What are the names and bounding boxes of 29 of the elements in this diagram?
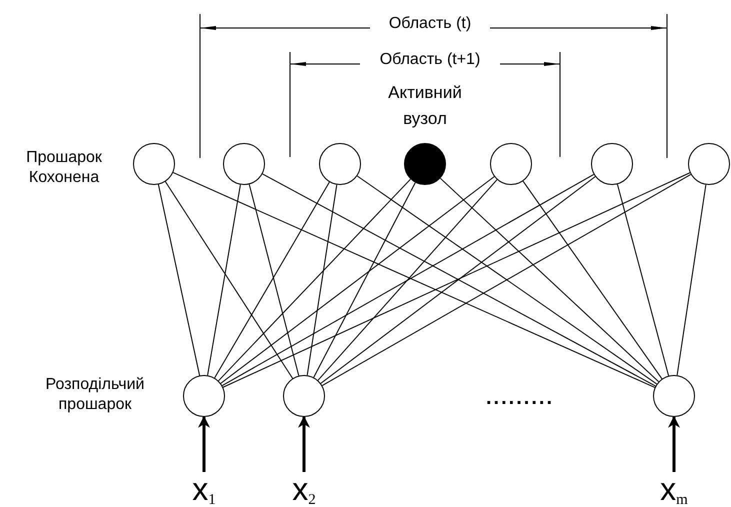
connection-line [317, 179, 498, 381]
connection-line [214, 182, 330, 378]
ellipsis: ......... [484, 388, 555, 408]
connection-line [356, 175, 658, 385]
connection-line [218, 178, 412, 382]
connection-line [306, 184, 338, 376]
connection-line [676, 184, 706, 376]
input-label: x$_{1}$ [184, 472, 224, 506]
arrow [198, 416, 210, 472]
connection-line [616, 184, 670, 376]
connection-line [248, 184, 300, 376]
connection-line [313, 182, 416, 378]
arrow [298, 416, 310, 472]
connection-line [222, 174, 594, 386]
connection-line [262, 173, 656, 387]
node-caption: Активний вузол [387, 82, 463, 130]
connection-line [220, 176, 495, 384]
connection-line [522, 180, 662, 380]
connection-line [207, 184, 241, 376]
connection-line [158, 184, 200, 376]
connection-line [222, 172, 690, 388]
connection-line [440, 178, 660, 382]
arrow [668, 416, 680, 472]
input-label: x$_{m}$ [651, 472, 697, 506]
connection-line [322, 174, 692, 386]
input-label: x$_{2}$ [284, 472, 324, 506]
connection-line [164, 181, 294, 379]
connection-line [172, 172, 656, 388]
connection-line [320, 176, 596, 384]
